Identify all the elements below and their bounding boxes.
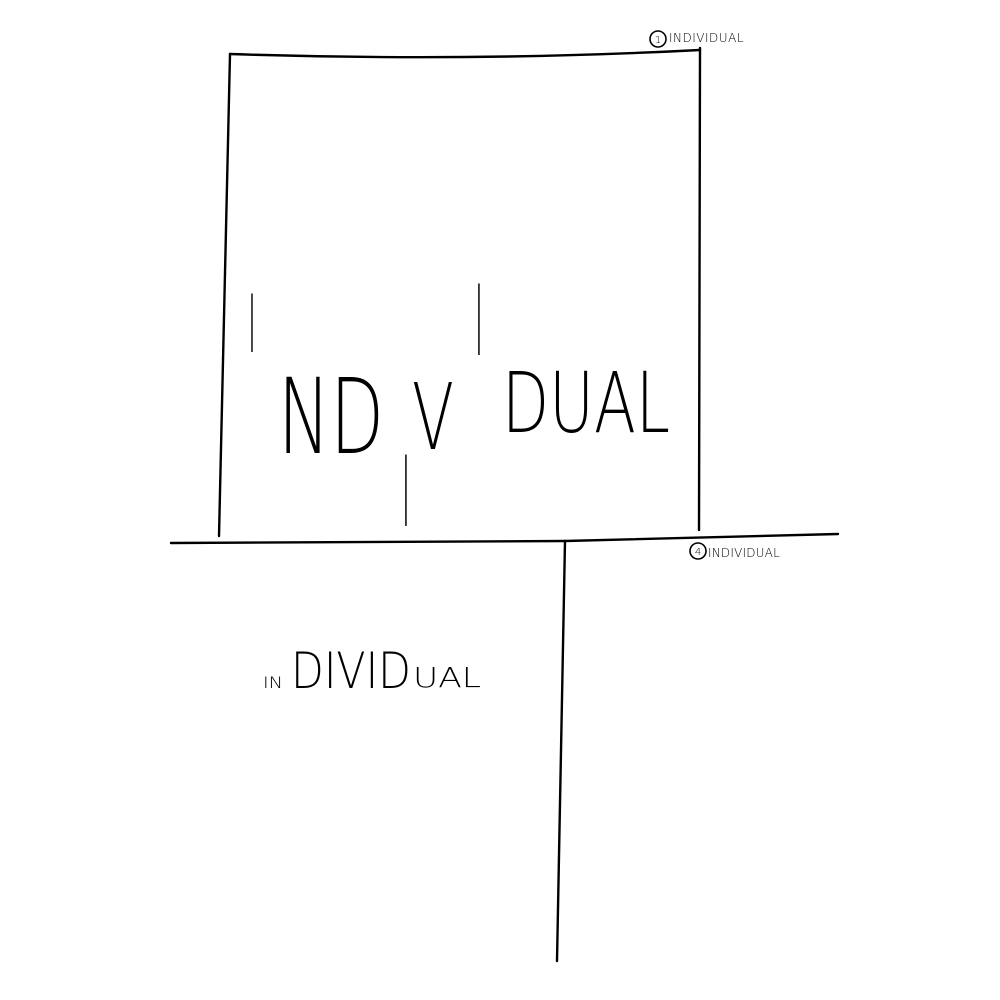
circle-number-icon — [689, 542, 707, 560]
lower-word: IN DIVID UAL — [263, 642, 481, 700]
label-middle-right: 4 INDIVIDUAL — [689, 542, 780, 560]
label-number: 4 — [695, 547, 701, 558]
main-letter-i-raised: I — [248, 279, 256, 372]
label-number: 1 — [655, 35, 661, 46]
main-letter-v: V — [412, 364, 454, 471]
horizontal-divider-line — [169, 532, 840, 545]
circle-number-icon — [649, 30, 667, 48]
lower-suffix: UAL — [413, 661, 481, 694]
main-letter-i-lowered: I — [402, 437, 411, 551]
label-top-right: 1 INDIVIDUAL — [649, 30, 744, 48]
vertical-divider-line — [555, 539, 567, 963]
main-letters-nd: ND — [278, 356, 384, 478]
main-letter-i-high: I — [475, 266, 484, 380]
box-left-edge — [217, 52, 232, 538]
label-text: INDIVIDUAL — [708, 546, 780, 560]
label-text: INDIVIDUAL — [669, 31, 744, 45]
main-word: I ND I V I DUAL — [248, 266, 670, 551]
box-top-edge — [228, 48, 702, 59]
lower-middle: DIVID — [291, 642, 411, 700]
lower-prefix: IN — [263, 673, 283, 692]
box-right-edge — [697, 46, 702, 532]
main-letters-dual: DUAL — [502, 354, 670, 452]
